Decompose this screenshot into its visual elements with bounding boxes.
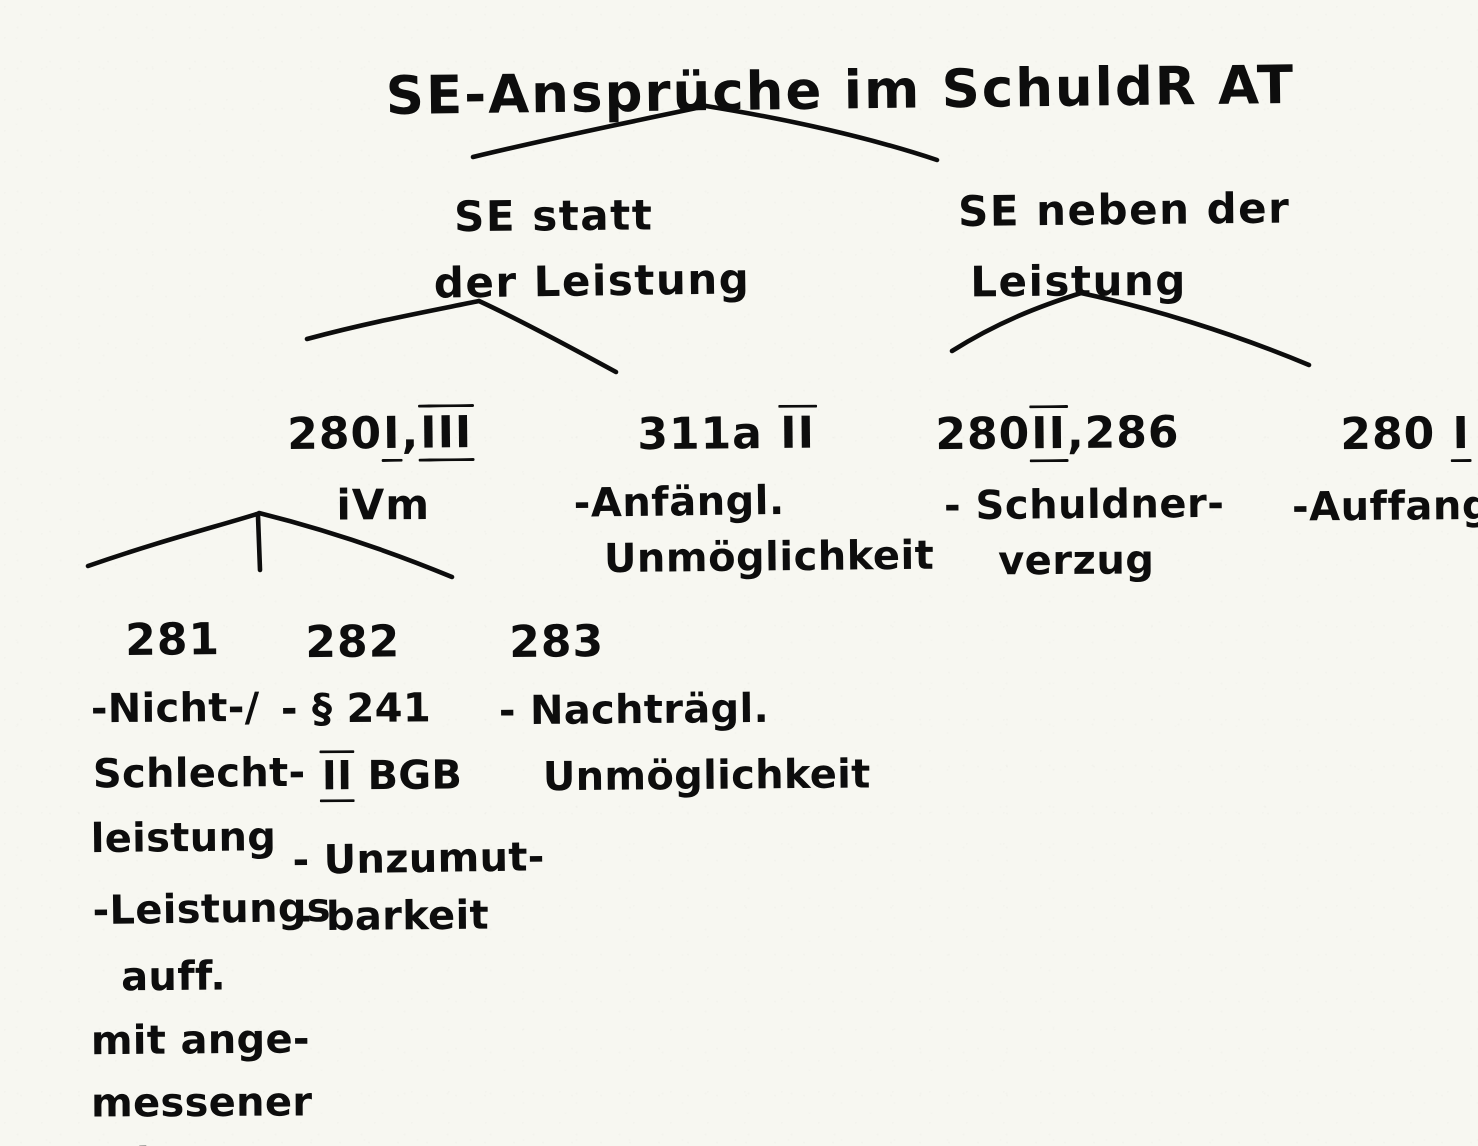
node-280-i-desc: -AuffangTB (1291, 482, 1478, 531)
leaf-282-line-3: - barkeit (294, 892, 490, 941)
leaf-283-line-1: Unmöglichkeit (542, 751, 871, 801)
branch-right-line2: Leistung (970, 255, 1188, 307)
page-title-text: SE-Ansprüche im SchuldR AT (385, 54, 1296, 128)
roman-numeral-ii: II (779, 407, 816, 459)
roman-numeral-ii: II (321, 753, 353, 800)
node-280-i-iii-sub: iVm (336, 480, 431, 530)
branch-left-line2: der Leistung (433, 254, 751, 308)
leaf-281-line-7: Frist (5, 1103, 194, 1146)
node-280-ii-286-desc-line2: verzug (997, 537, 1155, 585)
